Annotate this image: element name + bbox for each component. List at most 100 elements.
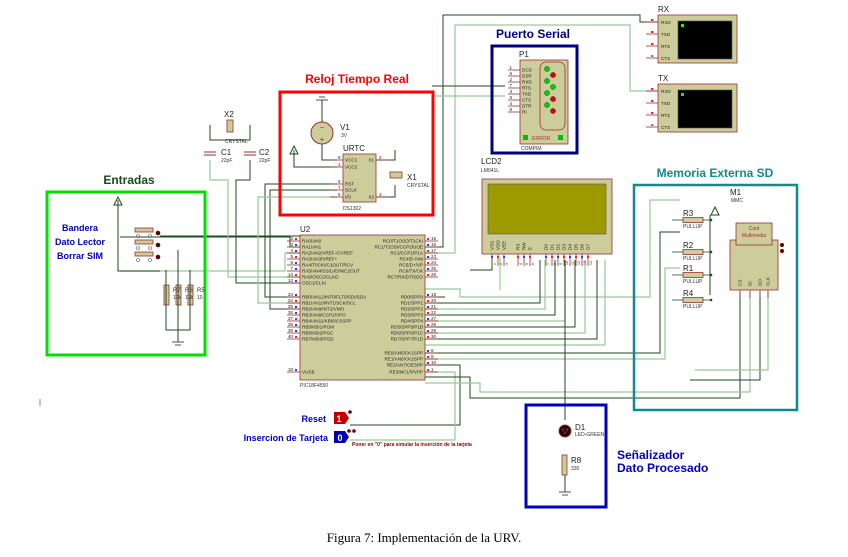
p1-pin-number: 1 bbox=[509, 65, 512, 70]
logic-state-insercion[interactable]: 0 bbox=[334, 429, 356, 443]
m1-card-label-1: Card bbox=[749, 226, 760, 232]
u2-pin-marker bbox=[295, 318, 297, 320]
u2-pin-number: 15 bbox=[431, 236, 437, 241]
junction-dot bbox=[709, 218, 713, 222]
r8-label: R8 bbox=[571, 456, 582, 465]
terminal-pin-marker bbox=[651, 112, 654, 114]
r6-value: 10k bbox=[185, 295, 194, 301]
u2-pin-name: RA3/AN3/VREF+ bbox=[302, 257, 338, 262]
entradas-title: Entradas bbox=[103, 173, 155, 187]
u2-pin-name: RA2/AN2/VREF-/CVREF bbox=[302, 251, 353, 256]
r6-label: R6 bbox=[185, 288, 193, 294]
u2-pin-marker bbox=[427, 350, 429, 352]
lcd-pin-marker bbox=[557, 256, 559, 258]
u2-pin-number: 2 bbox=[290, 236, 293, 241]
lcd-pin-marker bbox=[517, 256, 519, 258]
button-dato-lector[interactable] bbox=[134, 239, 161, 250]
senalizador-title-1: Señalizador bbox=[617, 448, 685, 462]
u2-pin-name: RC5/D+/VP bbox=[399, 263, 423, 268]
u2-pin-name: RD6/SPP6/P1C bbox=[391, 331, 424, 336]
p1-pin-number: 6 bbox=[509, 71, 512, 76]
terminal-pin-marker bbox=[651, 31, 654, 33]
u2-pin-number: 3 bbox=[290, 242, 293, 247]
p1-signal-led-icon bbox=[544, 66, 550, 72]
insercion-note: Poner en "0" para simular la inserción d… bbox=[352, 442, 472, 448]
u2-pin-number: 24 bbox=[431, 260, 437, 265]
lcd-pin-number: 2 bbox=[499, 263, 503, 265]
urtc-pin-number: 7 bbox=[338, 185, 341, 190]
urtc-pin-name: SCLK bbox=[345, 188, 358, 193]
u2-pin-name: RD5/SPP5/P1B bbox=[391, 325, 423, 330]
u2-pin-number: 14 bbox=[288, 272, 294, 277]
terminal-label: RX bbox=[658, 5, 670, 14]
c2-value: 22pF bbox=[259, 158, 270, 164]
u2-pin-number: 23 bbox=[431, 254, 437, 259]
terminal-pin-marker bbox=[651, 88, 654, 90]
lcd-pin-name: RW bbox=[522, 242, 527, 250]
serial-box bbox=[490, 44, 579, 155]
button-bandera[interactable] bbox=[134, 227, 161, 238]
x2-value: CRYSTAL bbox=[225, 139, 248, 145]
u2-label: U2 bbox=[300, 225, 311, 234]
reloj-title: Reloj Tiempo Real bbox=[305, 72, 409, 86]
junction-dot bbox=[709, 273, 713, 277]
crystal-x2 bbox=[226, 119, 234, 133]
lcd-pin-number: 11 bbox=[571, 261, 575, 265]
m1-label: M1 bbox=[730, 188, 742, 197]
u2-pin-name: RB6/KBI2/PGC bbox=[302, 331, 334, 336]
senalizador-title-2: Dato Procesado bbox=[617, 461, 708, 475]
u2-pin-name: RE3/MCLR/VPP bbox=[389, 370, 423, 375]
lcd-pin-number: 5 bbox=[525, 263, 529, 265]
urtc-pin-name: I/O bbox=[345, 195, 352, 200]
lcd-pin-name: E bbox=[528, 247, 533, 250]
terminal-pin-name: RXD bbox=[661, 89, 671, 94]
wires bbox=[117, 14, 769, 441]
u2-pin-name: RA1/AN1 bbox=[302, 245, 322, 250]
resistor-r8 bbox=[561, 454, 568, 476]
lcd-pin-name: D3 bbox=[562, 244, 567, 250]
lcd-pin-name: VEE bbox=[502, 241, 507, 250]
u2-pin-marker bbox=[295, 369, 297, 371]
u2-pin-number: 5 bbox=[290, 254, 293, 259]
lcd-pin-marker bbox=[563, 256, 565, 258]
u2-pin-number: 34 bbox=[288, 298, 294, 303]
u2-pin-marker bbox=[295, 336, 297, 338]
u2-pin-name: RB5/KBI1/PGM bbox=[302, 325, 334, 330]
logic-state-reset[interactable]: 1 bbox=[334, 410, 352, 424]
p1-pin-name: CTS bbox=[522, 98, 531, 103]
power-terminal-icon bbox=[710, 205, 720, 216]
p1-pin-number: 8 bbox=[509, 95, 512, 100]
u2-pin-number: 40 bbox=[288, 334, 294, 339]
lcd-pin-number: 6 bbox=[531, 263, 535, 265]
led-d1 bbox=[558, 424, 572, 438]
lcd-pin-name: D6 bbox=[580, 244, 585, 250]
pic-chip-u2 bbox=[299, 234, 426, 381]
lcd-pin-marker bbox=[529, 256, 531, 258]
r5-label: R5 bbox=[197, 288, 205, 294]
u2-pin-number: 21 bbox=[431, 304, 437, 309]
u2-pin-number: 17 bbox=[431, 248, 437, 253]
button-borrar-sim[interactable] bbox=[134, 251, 161, 262]
d1-label: D1 bbox=[575, 423, 586, 432]
p1-error-label: ERROR bbox=[532, 136, 550, 142]
pullup-resistor-body bbox=[682, 249, 704, 255]
reloj-box bbox=[278, 90, 435, 217]
pullup-value: PULLUP bbox=[683, 304, 703, 310]
lcd-pin-name: D7 bbox=[586, 244, 591, 250]
urtc-pin-name: VCC1 bbox=[345, 158, 358, 163]
p1-pin-name: DSR bbox=[522, 74, 532, 79]
m1-pin-name: DO bbox=[758, 279, 763, 286]
r8-value: 330 bbox=[571, 466, 580, 472]
push-buttons bbox=[134, 227, 161, 262]
u2-pin-name: RA6/OSC2/CLKO bbox=[302, 275, 339, 280]
m1-pin-name: CLK bbox=[766, 276, 771, 286]
sd-title: Memoria Externa SD bbox=[657, 166, 774, 180]
m1-pin-name: CS bbox=[738, 280, 743, 286]
u2-pin-number: 16 bbox=[431, 242, 437, 247]
p1-signal-led-icon bbox=[550, 96, 556, 102]
u2-pin-marker bbox=[295, 244, 297, 246]
u2-pin-marker bbox=[295, 262, 297, 264]
